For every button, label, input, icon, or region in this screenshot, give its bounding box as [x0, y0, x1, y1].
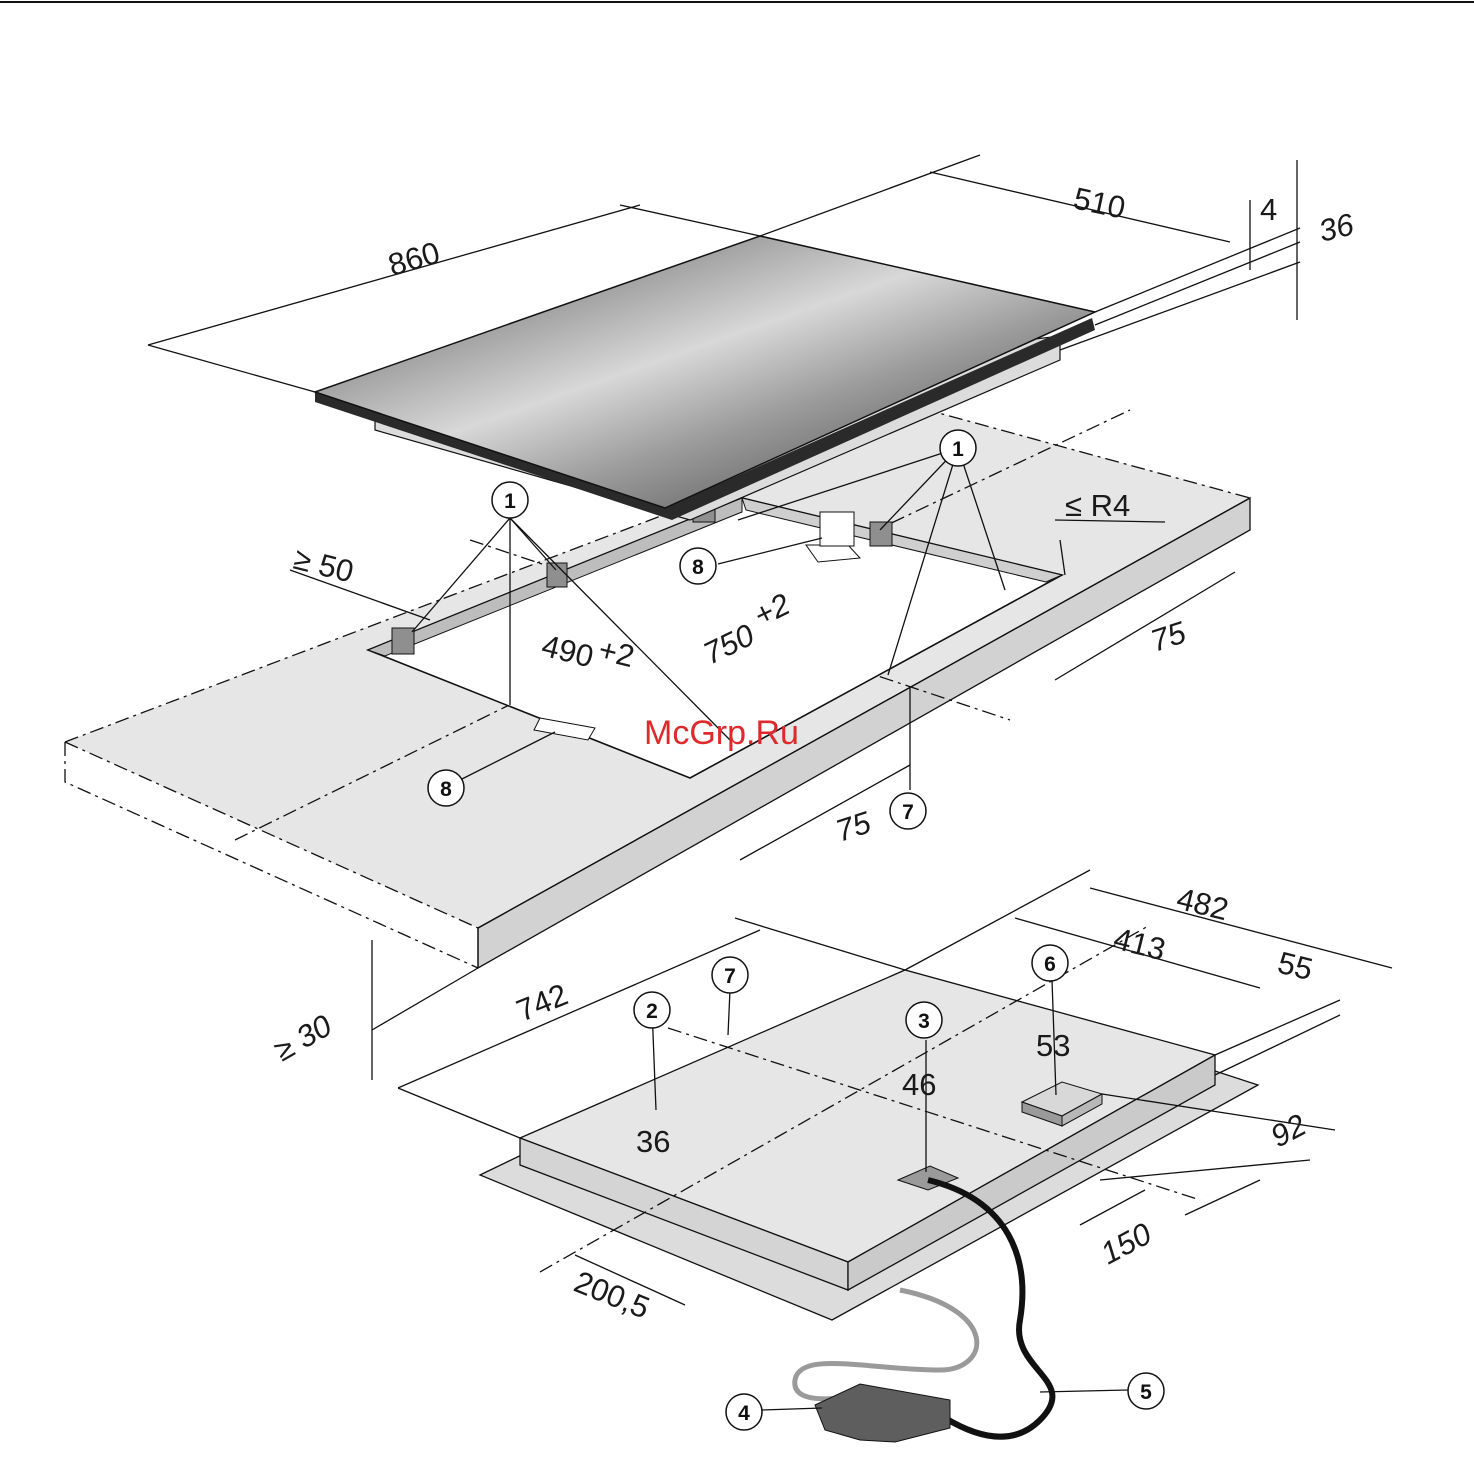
callout-4: 4 — [726, 1394, 762, 1430]
bracket-8-back-post — [820, 512, 854, 546]
dim-413: 413 — [1110, 921, 1169, 967]
callout-6: 6 — [1032, 945, 1068, 981]
dim-min-50: ≥ 50 — [290, 541, 357, 590]
height-46-label: 46 — [902, 1067, 936, 1102]
dim-radius: ≤ R4 — [1065, 488, 1130, 523]
callout-3: 3 — [906, 1002, 942, 1038]
callout-1-left: 1 — [492, 482, 528, 518]
callout-2-label: 2 — [646, 1000, 658, 1023]
dim-36-top: 36 — [1315, 206, 1358, 248]
callout-1-right-label: 1 — [952, 438, 964, 461]
dim-200-5: 200,5 — [569, 1264, 654, 1326]
dim-75-front: 75 — [831, 804, 875, 848]
clip-1 — [392, 628, 414, 654]
callout-7-top-label: 7 — [902, 801, 914, 824]
dim-510: 510 — [1071, 181, 1129, 226]
callout-4-label: 4 — [738, 1402, 750, 1425]
height-53-label: 53 — [1036, 1028, 1070, 1063]
callout-8-back: 8 — [680, 548, 716, 584]
callout-7-base: 7 — [712, 957, 748, 993]
dim-92: 92 — [1265, 1107, 1312, 1154]
callout-5: 5 — [1128, 1373, 1164, 1409]
junction-box — [815, 1384, 950, 1442]
callout-8-front: 8 — [428, 770, 464, 806]
callout-1-left-label: 1 — [504, 490, 516, 513]
callout-7-base-label: 7 — [724, 965, 736, 988]
dim-55: 55 — [1274, 945, 1316, 987]
dim-150: 150 — [1095, 1216, 1157, 1271]
callout-1-right: 1 — [940, 430, 976, 466]
callout-8-front-label: 8 — [440, 778, 452, 801]
base-unit — [480, 925, 1258, 1320]
watermark: McGrp.Ru — [644, 714, 799, 752]
callout-2: 2 — [634, 992, 670, 1028]
dim-742: 742 — [512, 977, 573, 1029]
dim-482: 482 — [1173, 881, 1232, 927]
height-36-label: 36 — [636, 1124, 670, 1159]
callout-8-back-label: 8 — [692, 556, 704, 579]
dim-min-30: ≥ 30 — [268, 1008, 338, 1068]
clip-2 — [547, 563, 567, 587]
dim-4: 4 — [1260, 192, 1277, 227]
callout-7-top: 7 — [890, 793, 926, 829]
callout-3-label: 3 — [918, 1010, 930, 1033]
dim-860: 860 — [384, 235, 443, 283]
clip-3 — [870, 522, 892, 546]
callout-5-label: 5 — [1140, 1381, 1152, 1404]
callout-6-label: 6 — [1044, 953, 1056, 976]
